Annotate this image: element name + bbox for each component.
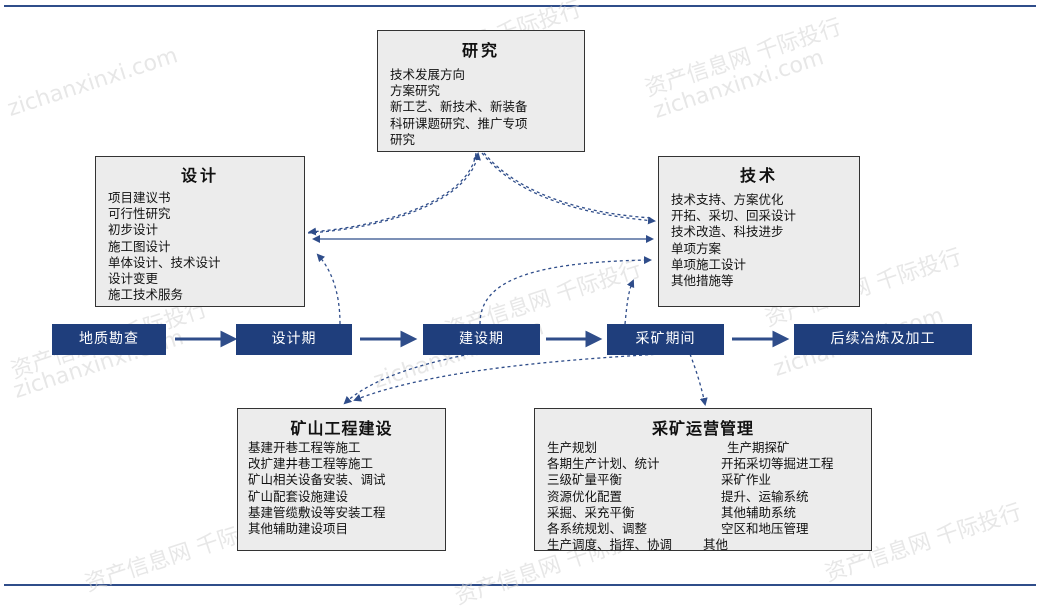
design-title: 设计 [180, 166, 219, 185]
research-line: 新工艺、新技术、新装备 [390, 99, 528, 115]
research-line: 研究 [390, 131, 416, 147]
mining-ops-line: 生产期探矿 [727, 440, 790, 455]
technology-line: 其他措施等 [671, 273, 734, 289]
design-line: 施工图设计 [108, 238, 171, 254]
research-box: 研究 技术发展方向 方案研究 新工艺、新技术、新装备 科研课题研究、推广专项 研… [377, 30, 585, 152]
phase-smelting-processing: 后续冶炼及加工 [794, 324, 972, 355]
design-line: 项目建议书 [108, 190, 171, 205]
research-lines: 技术发展方向 方案研究 新工艺、新技术、新装备 科研课题研究、推广专项 研究 [390, 67, 584, 148]
technology-title: 技术 [739, 166, 778, 185]
technology-line: 技术支持、方案优化 [671, 192, 784, 207]
dashed-arrow [353, 353, 661, 402]
design-line: 单体设计、技术设计 [108, 254, 221, 270]
research-title: 研究 [461, 41, 500, 60]
design-lines: 项目建议书 可行性研究 初步设计 施工图设计 单体设计、技术设计 设计变更 施工… [108, 190, 304, 303]
design-line: 初步设计 [108, 222, 159, 238]
mining-ops-box: 采矿运营管理 生产规划 生产期探矿 各期生产计划、统计 开拓采切等掘进工程 三级… [534, 408, 872, 553]
dashed-arrow [689, 353, 708, 406]
phase-construction: 建设期 [423, 324, 540, 355]
mining-ops-line: 生产规划 [547, 440, 598, 455]
dashed-arrow [481, 152, 656, 225]
mine-construction-line: 基建开巷工程等施工 [248, 440, 361, 455]
mine-construction-box: 矿山工程建设 基建开巷工程等施工 改扩建井巷工程等施工 矿山相关设备安装、调试 … [237, 408, 446, 551]
design-line: 可行性研究 [108, 206, 171, 222]
dashed-arrow [316, 253, 341, 325]
design-box: 设计 项目建议书 可行性研究 初步设计 施工图设计 单体设计、技术设计 设计变更… [95, 156, 305, 307]
mining-ops-line: 提升、运输系统 [721, 488, 809, 504]
mining-ops-line: 生产调度、指挥、协调 [547, 537, 673, 553]
connector-layer [175, 152, 790, 406]
bottom-rule [4, 584, 1036, 586]
technology-line: 单项方案 [671, 240, 722, 256]
mining-ops-line: 资源优化配置 [547, 488, 623, 504]
mine-construction-lines: 基建开巷工程等施工 改扩建井巷工程等施工 矿山相关设备安装、调试 矿山配套设施建… [248, 440, 445, 537]
mine-construction-line: 矿山配套设施建设 [248, 488, 349, 504]
dashed-arrow [624, 279, 635, 325]
technology-box: 技术 技术支持、方案优化 开拓、采切、回采设计 技术改造、科技进步 单项方案 单… [658, 156, 860, 307]
mining-ops-title: 采矿运营管理 [651, 419, 754, 438]
mining-ops-line: 其他 [703, 537, 729, 553]
technology-line: 开拓、采切、回采设计 [671, 208, 797, 224]
mining-ops-line: 采掘、采充平衡 [547, 504, 635, 520]
dashed-arrow [308, 152, 477, 236]
mine-construction-line: 基建管缆敷设等安装工程 [248, 504, 386, 520]
dashed-arrow [343, 353, 471, 405]
design-line: 设计变更 [108, 271, 159, 287]
mine-construction-line: 矿山相关设备安装、调试 [248, 472, 386, 488]
phase-geological-survey: 地质勘查 [52, 324, 166, 355]
phase-design: 设计期 [236, 324, 352, 355]
mining-ops-line: 空区和地压管理 [721, 521, 809, 537]
technology-line: 单项施工设计 [671, 256, 747, 272]
top-rule [4, 5, 1036, 7]
mining-ops-grid: 生产规划 生产期探矿 各期生产计划、统计 开拓采切等掘进工程 三级矿量平衡 采矿… [547, 440, 871, 553]
research-line: 方案研究 [390, 83, 441, 99]
mining-ops-line: 三级矿量平衡 [547, 472, 623, 488]
mining-ops-line: 各系统规划、调整 [547, 521, 648, 537]
mine-construction-line: 改扩建井巷工程等施工 [248, 456, 374, 472]
mining-ops-line: 其他辅助系统 [721, 504, 797, 520]
technology-line: 技术改造、科技进步 [671, 224, 784, 240]
mine-construction-line: 其他辅助建设项目 [248, 521, 349, 537]
dashed-arrow [483, 152, 653, 219]
mining-ops-line: 开拓采切等掘进工程 [721, 456, 834, 472]
research-line: 技术发展方向 [390, 67, 466, 82]
technology-lines: 技术支持、方案优化 开拓、采切、回采设计 技术改造、科技进步 单项方案 单项施工… [671, 192, 859, 289]
design-line: 施工技术服务 [108, 287, 184, 303]
mine-construction-title: 矿山工程建设 [290, 419, 393, 438]
dashed-arrow [307, 152, 481, 234]
research-line: 科研课题研究、推广专项 [390, 115, 528, 131]
dashed-arrow [479, 256, 652, 325]
mining-ops-line: 采矿作业 [721, 472, 772, 488]
phase-mining: 采矿期间 [607, 324, 724, 355]
mining-ops-line: 各期生产计划、统计 [547, 456, 660, 472]
